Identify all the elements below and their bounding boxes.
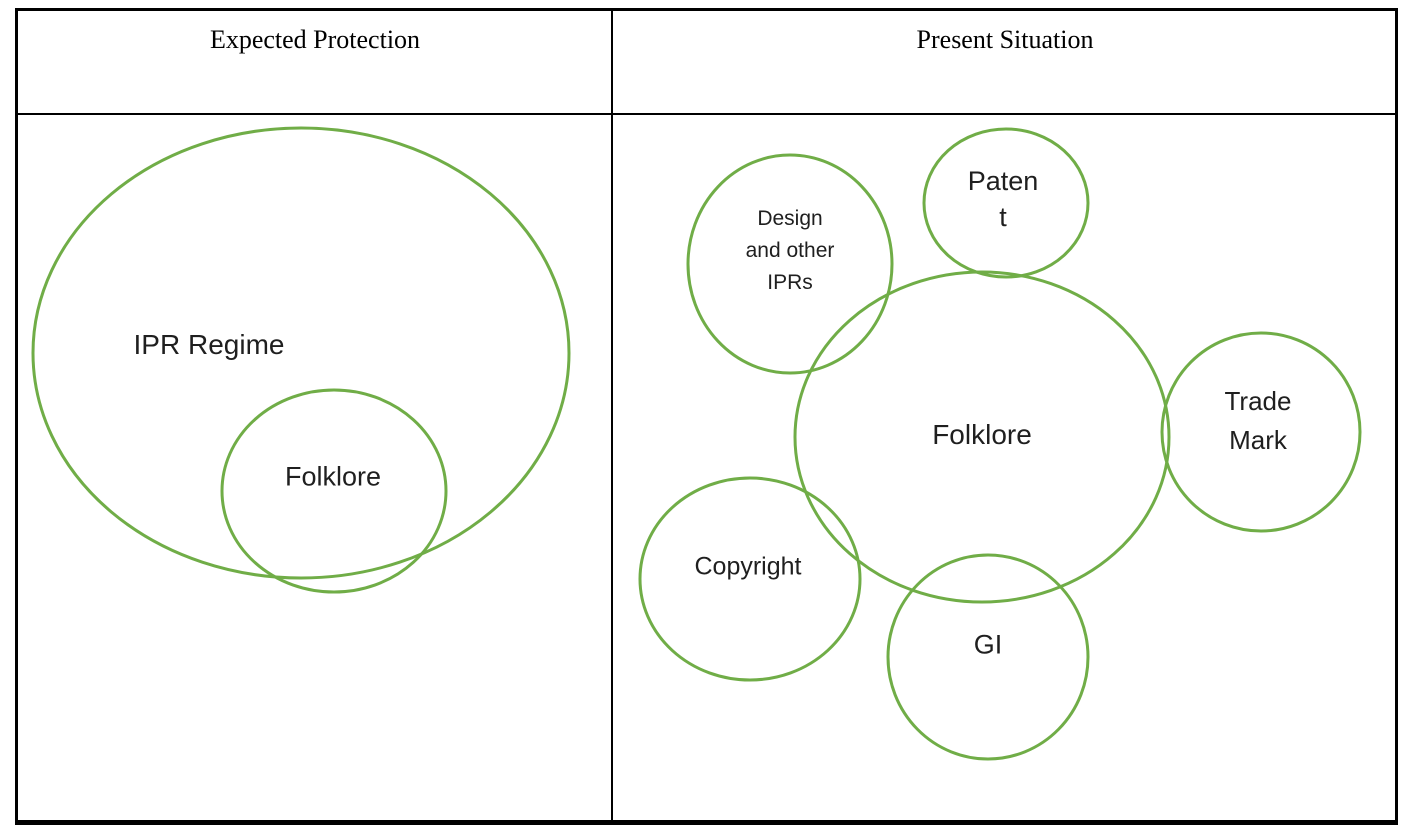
header-row-divider-line: [15, 113, 1398, 115]
trademark-label-line-1: Trade: [1224, 386, 1292, 416]
design-label-line-3: IPRs: [767, 271, 813, 294]
gi-label: GI: [973, 629, 1003, 660]
design-label-line-2: and other: [745, 239, 835, 262]
folklore-right-label: Folklore: [932, 419, 1032, 450]
design-label: Design and other IPRs: [746, 203, 835, 299]
copyright-label: Copyright: [694, 552, 802, 581]
table-outer-border: [15, 8, 1398, 825]
trademark-label: Trade Mark: [1225, 382, 1292, 460]
ipr-regime-label: IPR Regime: [133, 329, 285, 360]
header-present-situation: Present Situation: [916, 25, 1094, 54]
design-label-line-1: Design: [757, 207, 823, 230]
trademark-label-line-2: Mark: [1229, 425, 1287, 455]
column-divider-line: [611, 8, 613, 825]
folklore-left-label: Folklore: [284, 461, 382, 492]
patent-label-line-1: Paten: [967, 166, 1039, 196]
patent-label-line-2: t: [999, 202, 1007, 232]
header-expected-protection: Expected Protection: [209, 25, 421, 54]
patent-label: Paten t: [968, 163, 1039, 235]
